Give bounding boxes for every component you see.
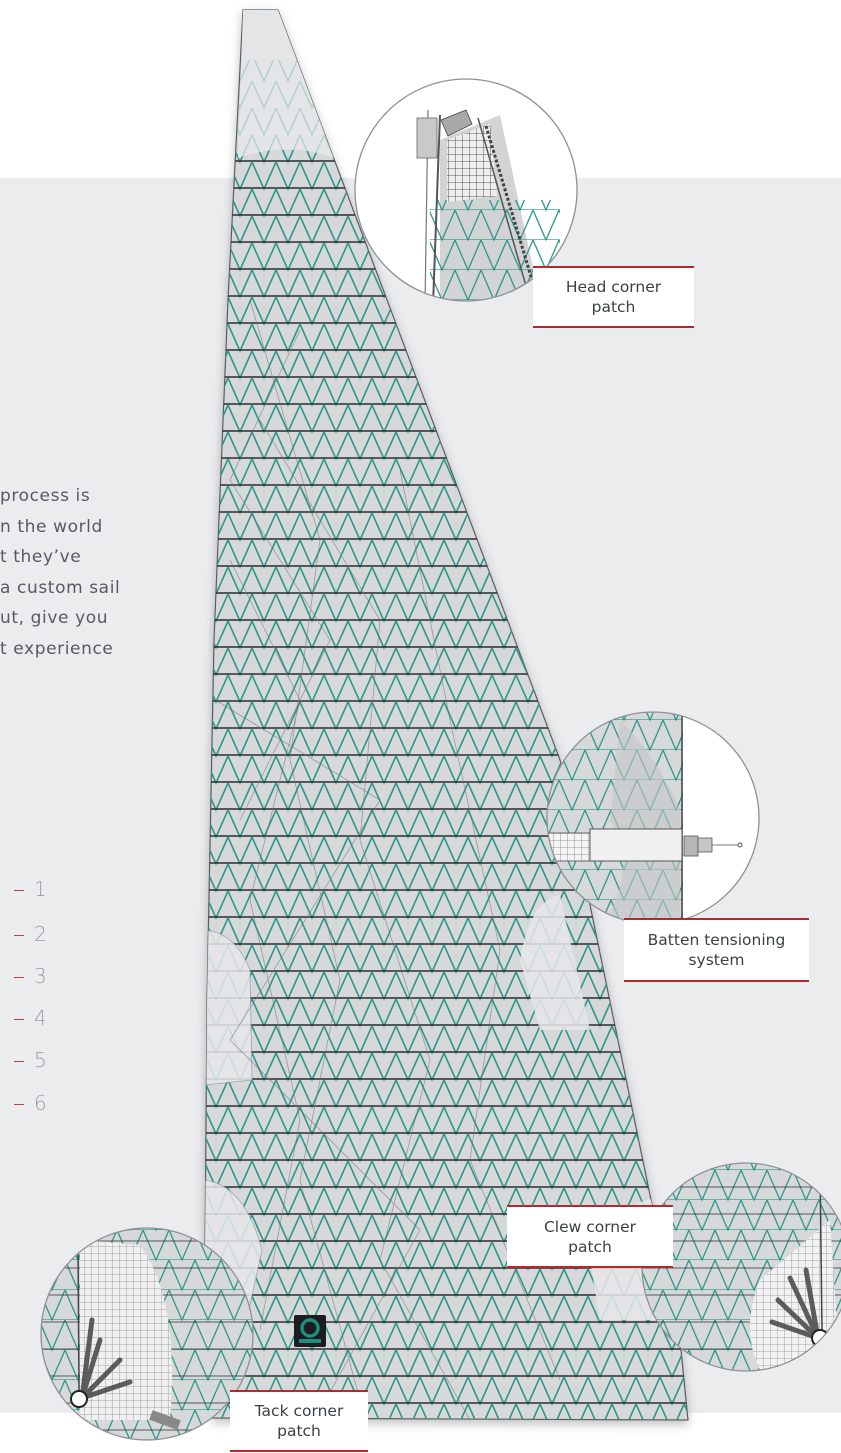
callout-line: Batten tensioning xyxy=(647,931,786,949)
red-dash xyxy=(14,890,24,892)
red-dash xyxy=(14,1019,24,1021)
intro-paragraph: process is n the world t they’ve a custo… xyxy=(0,481,200,664)
head-corner-detail xyxy=(354,78,578,302)
callout-line: patch xyxy=(277,1422,321,1440)
red-dash xyxy=(14,935,24,937)
list-item[interactable]: 4 xyxy=(14,1006,74,1034)
intro-line: a custom sail xyxy=(0,577,121,598)
batten-tensioning-detail xyxy=(546,711,760,925)
clew-corner-detail xyxy=(641,1162,841,1372)
callout-line: Head corner xyxy=(565,278,662,296)
red-dash xyxy=(14,1061,24,1063)
list-number: 3 xyxy=(34,964,47,988)
intro-line: ut, give you xyxy=(0,608,109,628)
callout-line: system xyxy=(688,951,745,969)
intro-line: n the world xyxy=(0,516,103,537)
list-item[interactable]: 1 xyxy=(14,877,74,905)
intro-line: t they’ve xyxy=(0,547,82,567)
list-number: 5 xyxy=(34,1048,47,1072)
callout-line: Tack corner xyxy=(254,1402,344,1420)
clew-corner-callout: Clew corner patch xyxy=(507,1205,673,1268)
list-number: 4 xyxy=(34,1006,47,1030)
intro-line: process is xyxy=(0,486,91,506)
head-corner-callout: Head corner patch xyxy=(533,266,694,328)
list-item[interactable]: 3 xyxy=(14,964,74,992)
callout-line: patch xyxy=(591,298,636,316)
batten-tensioning-callout: Batten tensioning system xyxy=(624,918,809,982)
list-item[interactable]: 6 xyxy=(14,1091,74,1119)
list-item[interactable]: 2 xyxy=(14,922,74,950)
tack-corner-callout: Tack corner patch xyxy=(230,1390,368,1452)
list-number: 1 xyxy=(34,877,47,901)
red-dash xyxy=(14,977,24,979)
red-dash xyxy=(14,1104,24,1106)
list-number: 2 xyxy=(34,922,47,946)
list-item[interactable]: 5 xyxy=(14,1048,74,1076)
callout-line: Clew corner xyxy=(543,1217,637,1236)
brand-logo-icon xyxy=(294,1315,326,1347)
intro-line: t experience xyxy=(0,638,114,659)
list-number: 6 xyxy=(34,1091,47,1115)
tack-corner-detail xyxy=(40,1227,254,1441)
callout-line: patch xyxy=(568,1237,612,1256)
